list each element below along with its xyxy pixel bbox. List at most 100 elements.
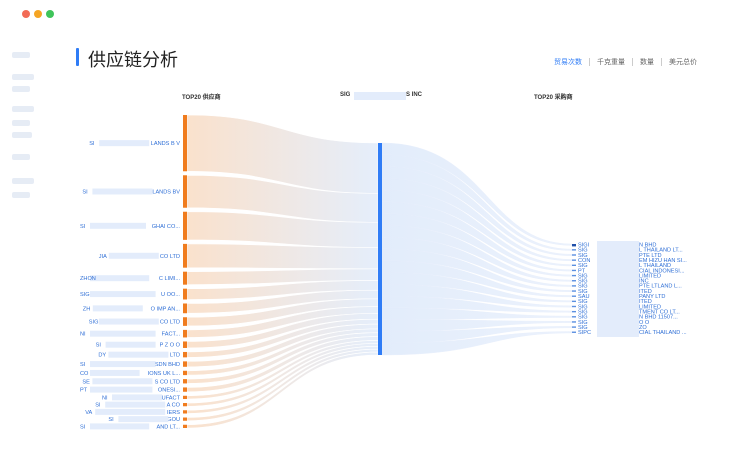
supplier-label-end[interactable]: FACT... bbox=[162, 332, 181, 338]
sidebar-item[interactable] bbox=[12, 86, 30, 92]
supplier-label-start[interactable]: ZH bbox=[83, 306, 90, 312]
sidebar-item[interactable] bbox=[12, 132, 32, 138]
buyer-label-end[interactable]: INC bbox=[639, 279, 649, 285]
supplier-label-end[interactable]: P Z O O bbox=[160, 343, 181, 349]
buyer-label-start[interactable]: SIG bbox=[578, 253, 588, 259]
supplier-node[interactable] bbox=[183, 417, 187, 421]
supplier-node[interactable] bbox=[183, 424, 187, 428]
buyer-label-end[interactable]: PANY LTD bbox=[639, 294, 665, 300]
supplier-node[interactable] bbox=[183, 370, 187, 376]
supplier-node[interactable] bbox=[183, 379, 187, 384]
buyer-node[interactable] bbox=[572, 295, 576, 297]
close-window-dot[interactable] bbox=[22, 10, 30, 18]
buyer-node[interactable] bbox=[572, 310, 576, 313]
buyer-label-end[interactable]: PTE LTD bbox=[639, 253, 662, 259]
supplier-label-end[interactable]: UFACT bbox=[162, 395, 181, 401]
buyer-flow[interactable] bbox=[381, 326, 573, 344]
supplier-label-start[interactable]: NI bbox=[102, 395, 108, 401]
supplier-label-start[interactable]: SE bbox=[82, 379, 90, 385]
buyer-node[interactable] bbox=[572, 300, 576, 303]
supplier-node[interactable] bbox=[183, 317, 187, 326]
supplier-node[interactable] bbox=[183, 243, 187, 268]
buyer-label-start[interactable]: SIG bbox=[578, 304, 588, 310]
supplier-label-start[interactable]: SI bbox=[95, 403, 101, 409]
supplier-label-start[interactable]: CO bbox=[80, 371, 89, 377]
buyer-label-end[interactable]: N BHD bbox=[639, 243, 656, 249]
supplier-label-end[interactable]: A CO bbox=[167, 403, 181, 409]
buyer-label-end[interactable]: L THAILAND LT... bbox=[639, 248, 683, 254]
buyer-label-start[interactable]: SIG bbox=[578, 263, 588, 269]
supplier-label-start[interactable]: ZHON bbox=[80, 276, 96, 282]
supplier-node[interactable] bbox=[183, 288, 187, 300]
buyer-node[interactable] bbox=[572, 269, 576, 272]
tab-weight-kg[interactable]: 千克重量 bbox=[597, 59, 625, 66]
buyer-node[interactable] bbox=[572, 285, 576, 287]
buyer-label-end[interactable]: LIMITED bbox=[639, 273, 661, 279]
supplier-node[interactable] bbox=[183, 211, 187, 240]
buyer-node[interactable] bbox=[572, 244, 576, 247]
supplier-label-end[interactable]: CO LTD bbox=[160, 254, 180, 260]
buyer-label-start[interactable]: SIG bbox=[578, 273, 588, 279]
buyer-flow[interactable] bbox=[381, 154, 573, 251]
buyer-node[interactable] bbox=[572, 264, 576, 266]
supplier-label-start[interactable]: SIG bbox=[89, 320, 99, 326]
supplier-label-end[interactable]: O IMP AN... bbox=[151, 306, 181, 312]
buyer-label-start[interactable]: SIG bbox=[578, 289, 588, 295]
buyer-label-start[interactable]: SIG bbox=[578, 284, 588, 290]
buyer-label-start[interactable]: SIG bbox=[578, 248, 588, 254]
buyer-label-start[interactable]: SIPC bbox=[578, 330, 591, 336]
supplier-flow[interactable] bbox=[186, 243, 379, 270]
supplier-label-end[interactable]: C LIMI... bbox=[159, 276, 181, 282]
sidebar-item[interactable] bbox=[12, 74, 34, 80]
supplier-node[interactable] bbox=[183, 303, 187, 314]
supplier-node[interactable] bbox=[183, 341, 187, 348]
buyer-label-end[interactable]: EM HIZU HAN SI... bbox=[639, 258, 687, 264]
buyer-node[interactable] bbox=[572, 254, 576, 256]
buyer-label-start[interactable]: SIG bbox=[578, 309, 588, 315]
supplier-label-end[interactable]: S CO LTD bbox=[155, 379, 180, 385]
supplier-label-start[interactable]: PT bbox=[80, 388, 88, 394]
center-company-node[interactable] bbox=[378, 143, 382, 355]
supplier-node[interactable] bbox=[183, 387, 187, 392]
supplier-node[interactable] bbox=[183, 271, 187, 285]
supplier-node[interactable] bbox=[183, 410, 187, 414]
supplier-label-end[interactable]: LTD bbox=[170, 353, 180, 359]
buyer-label-end[interactable]: L THAILAND bbox=[639, 263, 671, 269]
buyer-label-end[interactable]: ZO bbox=[639, 325, 647, 331]
supplier-label-start[interactable]: SI bbox=[108, 417, 114, 423]
supplier-label-end[interactable]: LANDS BV bbox=[152, 190, 180, 196]
tab-usd-total[interactable]: 美元总价 bbox=[669, 59, 697, 66]
buyer-label-start[interactable]: SIGI bbox=[578, 243, 590, 249]
supplier-label-start[interactable]: SI bbox=[80, 362, 86, 368]
buyer-flow[interactable] bbox=[381, 331, 573, 356]
supplier-node[interactable] bbox=[183, 403, 187, 407]
buyer-label-start[interactable]: SIG bbox=[578, 279, 588, 285]
sidebar-item[interactable] bbox=[12, 52, 30, 58]
sidebar-item[interactable] bbox=[12, 192, 30, 198]
buyer-label-end[interactable]: PTE LTLAND L... bbox=[639, 284, 682, 290]
buyer-label-end[interactable]: CIAL INDONESI... bbox=[639, 268, 685, 274]
buyer-flow[interactable] bbox=[381, 284, 573, 308]
supplier-label-end[interactable]: ONESI... bbox=[158, 388, 181, 394]
buyer-flow[interactable] bbox=[381, 319, 573, 332]
buyer-node[interactable] bbox=[572, 280, 576, 282]
minimize-window-dot[interactable] bbox=[34, 10, 42, 18]
supplier-label-end[interactable]: SDN BHD bbox=[155, 362, 180, 368]
buyer-label-end[interactable]: TMENT CO LT... bbox=[639, 309, 680, 315]
supplier-label-end[interactable]: U OO... bbox=[161, 292, 180, 298]
buyer-node[interactable] bbox=[572, 326, 576, 328]
sidebar-item[interactable] bbox=[12, 120, 30, 126]
supplier-label-end[interactable]: AND LT... bbox=[156, 424, 180, 430]
buyer-node[interactable] bbox=[572, 290, 576, 292]
buyer-node[interactable] bbox=[572, 321, 576, 323]
buyer-label-start[interactable]: SAU bbox=[578, 294, 590, 300]
buyer-label-start[interactable]: PT bbox=[578, 268, 586, 274]
buyer-label-start[interactable]: CON bbox=[578, 258, 590, 264]
buyer-label-end[interactable]: LIMITED bbox=[639, 304, 661, 310]
supplier-label-end[interactable]: IONS UK L... bbox=[148, 371, 181, 377]
supplier-label-start[interactable]: SI bbox=[82, 190, 88, 196]
buyer-node[interactable] bbox=[572, 259, 576, 261]
supplier-label-start[interactable]: SI bbox=[80, 224, 86, 230]
supplier-label-end[interactable]: LANDS B V bbox=[151, 141, 180, 147]
buyer-label-start[interactable]: SIG bbox=[578, 320, 588, 326]
